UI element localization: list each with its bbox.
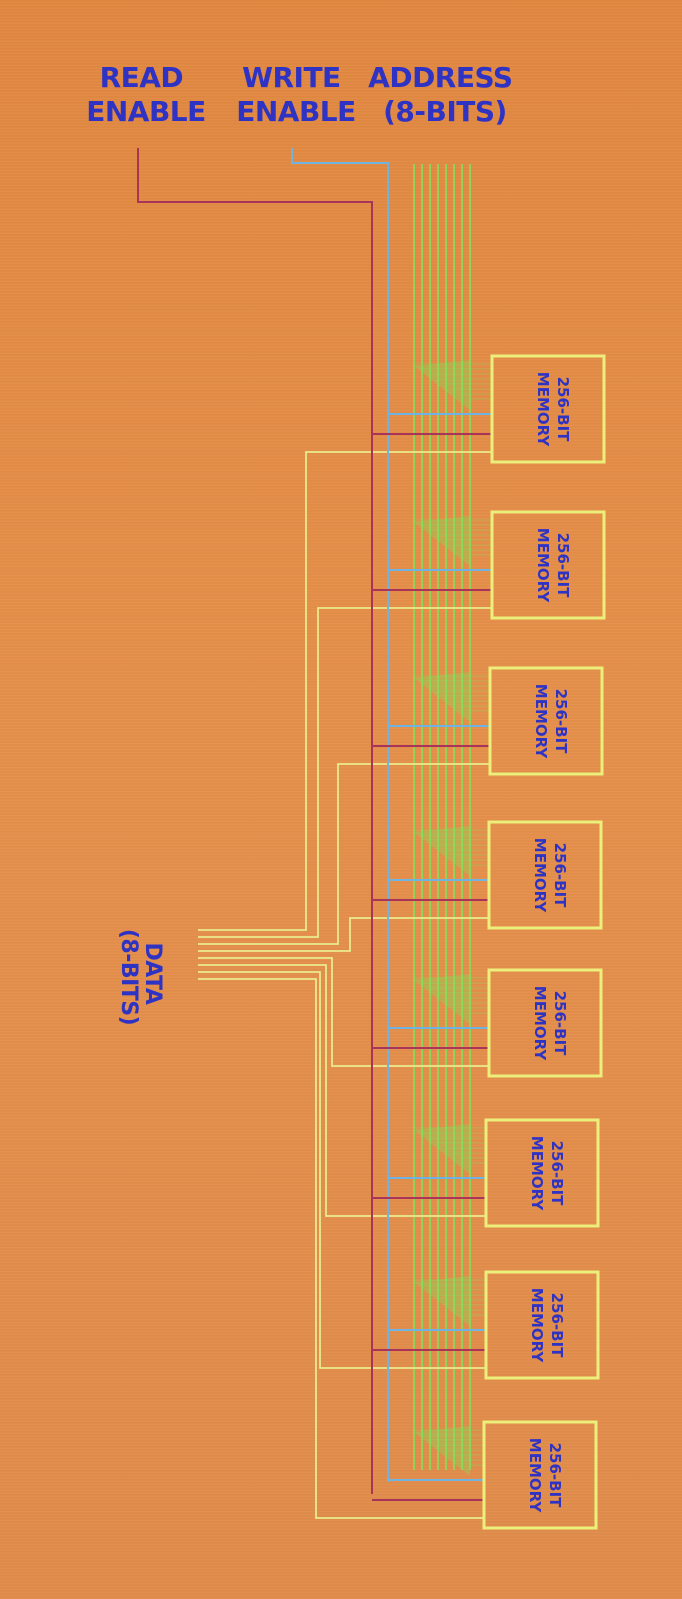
memory-box	[482, 1420, 598, 1530]
data-line	[198, 917, 489, 952]
memory-label-line1: 256-BIT	[552, 689, 570, 755]
memory-label: 256-BITMEMORY	[528, 1288, 566, 1364]
address-fan	[414, 1426, 470, 1476]
memory-label: 256-BITMEMORY	[532, 684, 570, 760]
memory-module: 256-BITMEMORY	[484, 1270, 600, 1380]
address-bus	[413, 164, 492, 1476]
memory-label-line2: MEMORY	[532, 684, 550, 760]
memory-label-line1: 256-BIT	[548, 1293, 566, 1359]
memory-label-line1: 256-BIT	[554, 377, 572, 443]
address-fan	[414, 974, 470, 1024]
memory-label: 256-BITMEMORY	[531, 838, 569, 914]
memory-module: 256-BITMEMORY	[482, 1420, 598, 1530]
memory-label-line1: 256-BIT	[554, 533, 572, 599]
data-line	[198, 451, 492, 931]
address-fan	[414, 1276, 470, 1326]
memory-label-line2: MEMORY	[528, 1288, 546, 1364]
memory-label-line1: 256-BIT	[551, 991, 569, 1057]
data-line	[198, 957, 489, 1067]
memory-label-line2: MEMORY	[526, 1438, 544, 1514]
memory-box	[490, 510, 606, 620]
address-fan	[414, 516, 470, 566]
memory-label-line2: MEMORY	[531, 986, 549, 1062]
data-line	[198, 964, 486, 1217]
memory-box	[484, 1118, 600, 1228]
memory-box	[487, 820, 603, 930]
memory-label: 256-BITMEMORY	[534, 528, 572, 604]
data-line	[198, 607, 492, 938]
address-fan	[414, 360, 470, 410]
memory-modules: 256-BITMEMORY256-BITMEMORY256-BITMEMORY2…	[482, 354, 606, 1530]
data-line	[198, 978, 484, 1519]
memory-module: 256-BITMEMORY	[490, 354, 606, 464]
memory-label-line1: 256-BIT	[551, 843, 569, 909]
memory-label-line2: MEMORY	[534, 528, 552, 604]
data-bus	[198, 451, 492, 1519]
memory-box	[487, 968, 603, 1078]
address-fan	[414, 826, 470, 876]
memory-module: 256-BITMEMORY	[490, 510, 606, 620]
memory-label-line2: MEMORY	[534, 372, 552, 448]
memory-box	[490, 354, 606, 464]
address-fan	[414, 672, 470, 722]
memory-label-line1: 256-BIT	[546, 1443, 564, 1509]
memory-module: 256-BITMEMORY	[484, 1118, 600, 1228]
address-fan	[414, 1124, 470, 1174]
read-enable-label: READ ENABLE	[86, 61, 206, 128]
memory-label: 256-BITMEMORY	[534, 372, 572, 448]
memory-label-line1: 256-BIT	[548, 1141, 566, 1207]
write-enable-line	[291, 148, 492, 1482]
memory-label-line2: MEMORY	[531, 838, 549, 914]
memory-box	[484, 1270, 600, 1380]
data-line	[198, 971, 486, 1369]
write-enable-label: WRITE ENABLE	[236, 61, 356, 128]
read-enable-trunk	[137, 148, 373, 1494]
memory-label: 256-BITMEMORY	[526, 1438, 564, 1514]
address-label: ADDRESS (8-BITS)	[368, 61, 522, 128]
memory-module: 256-BITMEMORY	[487, 968, 603, 1078]
memory-box	[488, 666, 604, 776]
memory-module: 256-BITMEMORY	[488, 666, 604, 776]
memory-label: 256-BITMEMORY	[531, 986, 569, 1062]
write-enable-trunk	[291, 148, 389, 1482]
data-label: DATA (8-BITS)	[116, 929, 165, 1025]
data-line	[198, 763, 490, 945]
memory-module: 256-BITMEMORY	[487, 820, 603, 930]
memory-label: 256-BITMEMORY	[528, 1136, 566, 1212]
read-enable-line	[137, 148, 492, 1501]
memory-label-line2: MEMORY	[528, 1136, 546, 1212]
